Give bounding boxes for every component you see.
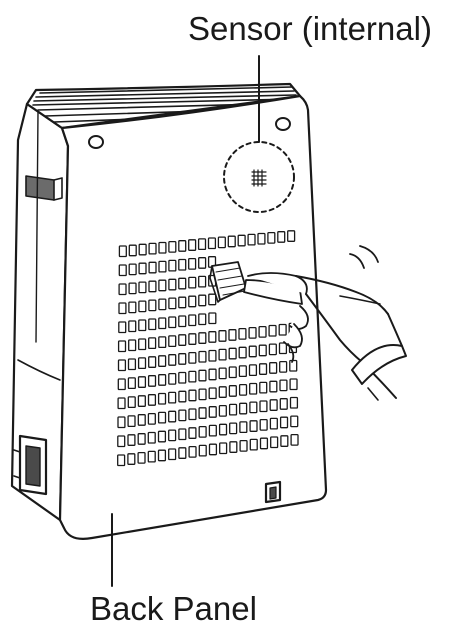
motion-marks	[350, 246, 378, 268]
sensor-label: Sensor (internal)	[188, 12, 432, 45]
back-panel-face	[60, 96, 326, 539]
cord-clip-icon	[266, 482, 280, 502]
side-handle-icon	[26, 176, 54, 200]
back-panel-label: Back Panel	[90, 592, 257, 625]
